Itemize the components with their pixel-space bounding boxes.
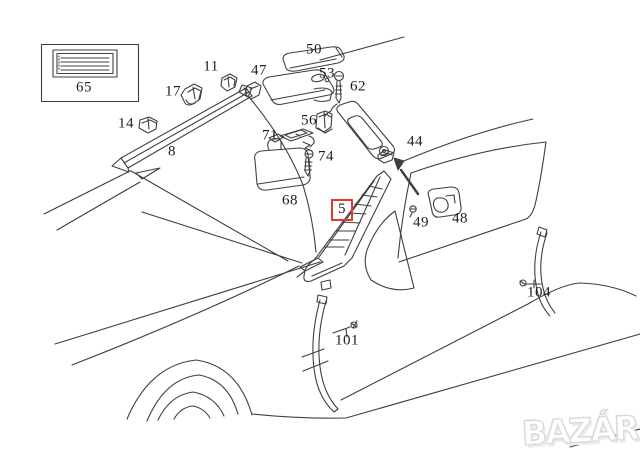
part-47-sun-visor	[244, 69, 335, 106]
pillar-top-bracket	[377, 149, 395, 164]
part-65-vent-grille	[40, 43, 140, 103]
part-17-bracket	[180, 83, 203, 106]
part-71-lamp	[279, 128, 315, 148]
mounting-arrow	[393, 157, 420, 196]
part-14-clip	[138, 116, 158, 134]
part-101-door-seal	[312, 294, 339, 413]
part-101-clip	[332, 320, 358, 338]
watermark-bazar: BAZÁR	[521, 407, 640, 453]
part-104-clip	[519, 279, 542, 289]
part-8-windshield-trim	[111, 84, 253, 180]
part-44-sun-visor	[336, 100, 396, 160]
part-5-a-pillar-trim	[303, 170, 392, 291]
part-56-bracket	[315, 110, 333, 134]
part-53-bulb	[311, 73, 330, 83]
part-11-clip	[220, 73, 238, 92]
part-48-grab-handle	[427, 186, 462, 218]
car-body-outline	[43, 96, 640, 448]
part-49-screw	[409, 205, 417, 218]
part-104-door-seal	[534, 226, 556, 317]
part-50-visor-panel	[282, 36, 405, 72]
part-62-screw	[333, 70, 345, 104]
part-68-rearview-mirror	[254, 133, 311, 191]
